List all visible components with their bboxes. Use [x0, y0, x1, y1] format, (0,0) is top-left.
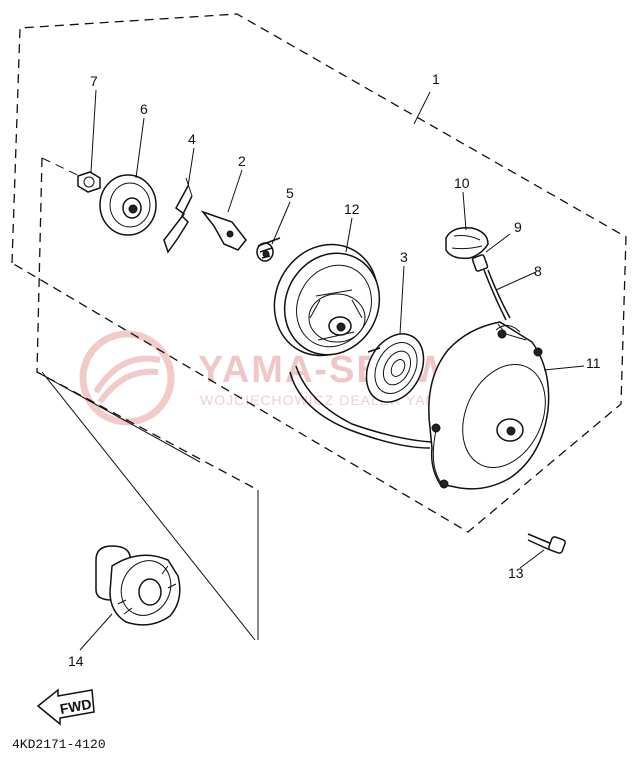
callout-2: 2 — [238, 153, 246, 169]
callout-4: 4 — [188, 131, 196, 147]
callout-9: 9 — [514, 219, 522, 235]
part-5-spring — [256, 237, 281, 262]
part-12-pulley — [273, 243, 381, 357]
assembly-1-outline — [11, 13, 627, 533]
diagram-code: 4KD2171-4120 — [12, 737, 106, 752]
callout-3: 3 — [400, 249, 408, 265]
callout-labels: 1 2 3 4 5 6 7 8 9 10 11 12 13 14 — [68, 71, 601, 669]
callout-5: 5 — [286, 185, 294, 201]
assembly-boundary — [11, 13, 627, 641]
part-9-grommet — [471, 254, 489, 272]
part-2-pawl — [200, 210, 247, 251]
leader-lines — [79, 89, 585, 651]
callout-14: 14 — [68, 653, 84, 669]
callout-10: 10 — [454, 175, 470, 191]
callout-13: 13 — [508, 565, 524, 581]
fwd-arrow: FWD — [36, 688, 95, 726]
part-7-nut — [77, 171, 101, 193]
part-4-spring-clip — [163, 177, 193, 254]
part-11-starter-case — [428, 321, 550, 490]
part-3-recoil-spring — [365, 333, 425, 403]
part-10-starter-handle — [445, 226, 489, 260]
fwd-label: FWD — [59, 696, 93, 717]
callout-8: 8 — [534, 263, 542, 279]
part-8-starter-rope — [289, 269, 511, 449]
callout-7: 7 — [90, 73, 98, 89]
callout-12: 12 — [344, 201, 360, 217]
callout-11: 11 — [586, 355, 601, 371]
installation-guide-line — [41, 157, 89, 181]
part-6-drive-plate — [99, 174, 157, 236]
callout-1: 1 — [432, 71, 440, 87]
part-14-drive-hub — [95, 545, 181, 626]
callout-6: 6 — [140, 101, 148, 117]
part-13-bolt — [527, 533, 566, 554]
